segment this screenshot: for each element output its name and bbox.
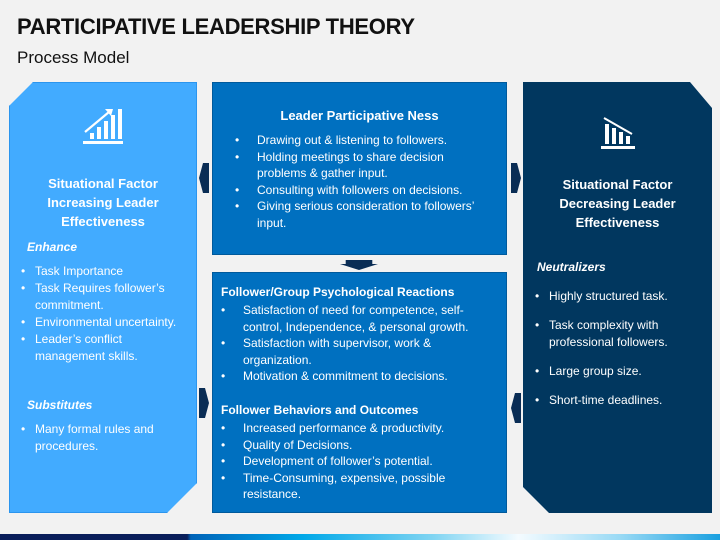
arrow-left-icon bbox=[511, 393, 521, 423]
list-item: Holding meetings to share decision probl… bbox=[235, 149, 495, 182]
psychological-reactions-list: Satisfaction of need for competence, sel… bbox=[221, 302, 501, 385]
arrow-down-icon bbox=[340, 260, 378, 270]
list-item: Quality of Decisions. bbox=[221, 437, 491, 454]
left-panel-heading: Situational Factor Increasing Leader Eff… bbox=[47, 176, 159, 229]
psychological-reactions-heading: Follower/Group Psychological Reactions bbox=[221, 285, 455, 299]
behaviors-outcomes-heading: Follower Behaviors and Outcomes bbox=[221, 403, 419, 417]
arrow-right-icon bbox=[511, 163, 521, 193]
list-item: Giving serious consideration to follower… bbox=[235, 198, 495, 231]
bottom-decorative-bar bbox=[0, 534, 720, 540]
page-title: PARTICIPATIVE LEADERSHIP THEORY bbox=[17, 14, 415, 39]
neutralizers-label: Neutralizers bbox=[537, 260, 606, 274]
list-item: Many formal rules and procedures. bbox=[19, 421, 179, 455]
left-panel-increasing-factors: Situational Factor Increasing Leader Eff… bbox=[9, 82, 197, 513]
list-item: Highly structured task. bbox=[533, 288, 703, 305]
list-item: Task Requires follower’s commitment. bbox=[19, 280, 189, 314]
list-item: Large group size. bbox=[533, 363, 703, 380]
substitutes-label: Substitutes bbox=[27, 398, 93, 412]
list-item: Drawing out & listening to followers. bbox=[235, 132, 495, 149]
list-item: Time-Consuming, expensive, possible resi… bbox=[221, 470, 491, 503]
list-item: Satisfaction of need for competence, sel… bbox=[221, 302, 501, 335]
neutralizers-list: Highly structured task. Task complexity … bbox=[533, 288, 703, 421]
behaviors-outcomes-list: Increased performance & productivity. Qu… bbox=[221, 420, 491, 503]
right-panel-decreasing-factors: Situational Factor Decreasing Leader Eff… bbox=[523, 82, 712, 513]
arrow-left-icon bbox=[199, 163, 209, 193]
list-item: Environmental uncertainty. bbox=[19, 314, 189, 331]
chart-decreasing-icon bbox=[523, 116, 712, 155]
chart-increasing-icon bbox=[10, 105, 196, 150]
list-item: Consulting with followers on decisions. bbox=[235, 182, 495, 199]
list-item: Development of follower’s potential. bbox=[221, 453, 491, 470]
list-item: Motivation & commitment to decisions. bbox=[221, 368, 501, 385]
substitutes-list: Many formal rules and procedures. bbox=[19, 421, 179, 455]
list-item: Increased performance & productivity. bbox=[221, 420, 491, 437]
enhance-label: Enhance bbox=[27, 240, 78, 254]
follower-outcomes-box: Follower/Group Psychological Reactions S… bbox=[212, 272, 507, 513]
enhance-list: Task Importance Task Requires follower’s… bbox=[19, 263, 189, 365]
center-top-heading: Leader Participative Ness bbox=[280, 108, 439, 123]
list-item: Leader’s conflict management skills. bbox=[19, 331, 189, 365]
list-item: Short-time deadlines. bbox=[533, 392, 703, 409]
page-subtitle: Process Model bbox=[17, 48, 130, 67]
leader-participativeness-box: Leader Participative Ness Drawing out & … bbox=[212, 82, 507, 255]
right-panel-heading: Situational Factor Decreasing Leader Eff… bbox=[559, 177, 676, 230]
list-item: Satisfaction with supervisor, work & org… bbox=[221, 335, 501, 368]
list-item: Task complexity with professional follow… bbox=[533, 317, 703, 351]
list-item: Task Importance bbox=[19, 263, 189, 280]
leader-behaviors-list: Drawing out & listening to followers. Ho… bbox=[235, 132, 495, 231]
arrow-right-icon bbox=[199, 388, 209, 418]
